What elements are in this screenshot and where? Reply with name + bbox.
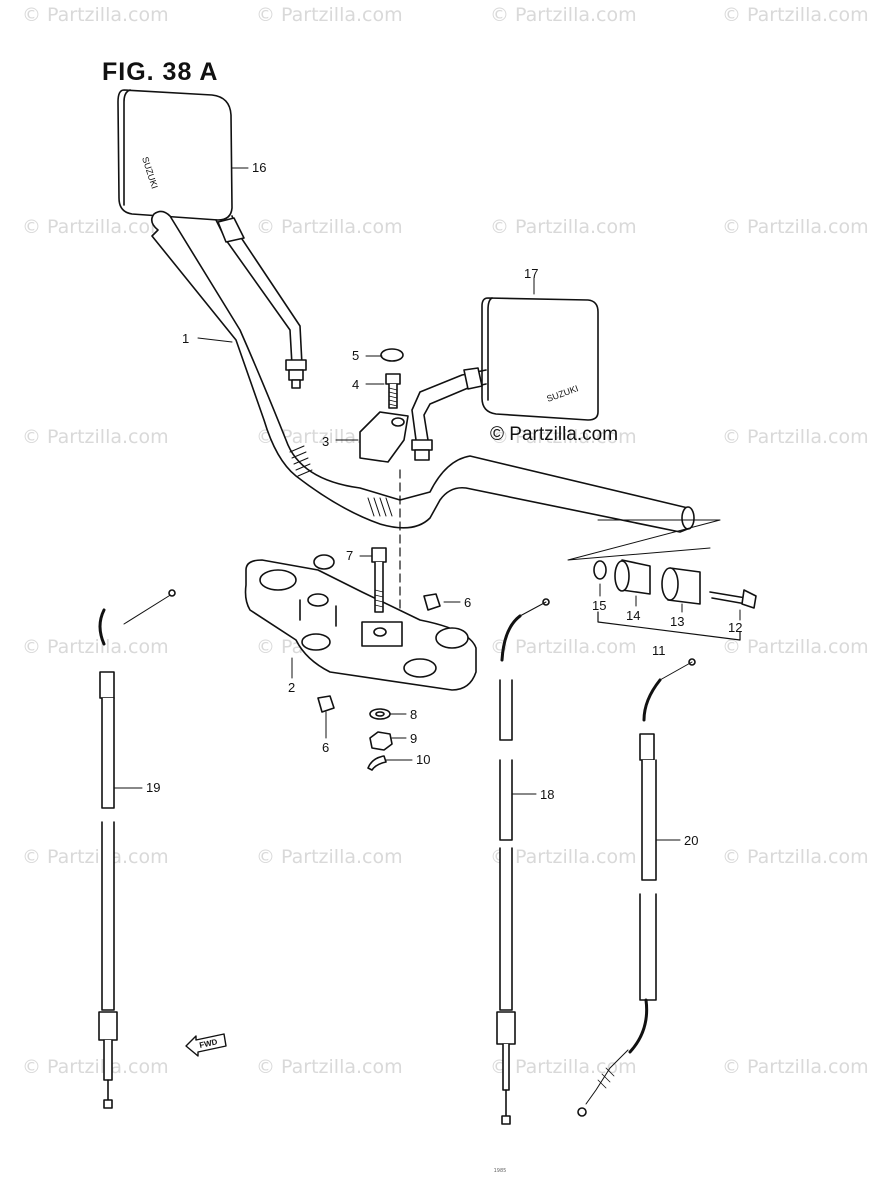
watermark-text: © Partzilla.com <box>490 426 637 448</box>
copyright-notice: © Partzilla.com <box>490 424 619 445</box>
callout-11: 11 <box>652 643 666 658</box>
callout-7: 7 <box>346 548 354 563</box>
watermark-text: © Partzilla.com <box>256 216 403 238</box>
washer[interactable] <box>369 708 391 720</box>
callout-3: 3 <box>322 434 330 449</box>
handlebar-clamp-assembly[interactable] <box>359 348 409 463</box>
watermark-text: © Partzilla.com <box>490 1056 637 1078</box>
nut[interactable] <box>369 731 393 751</box>
throttle-cable-close[interactable] <box>577 658 696 1117</box>
callout-5: 5 <box>352 348 360 363</box>
callout-6-lower: 6 <box>322 740 330 755</box>
watermark-text: © Partzilla.com <box>722 4 869 26</box>
cushion-upper[interactable] <box>423 593 441 611</box>
watermark-text: © Partzilla.com <box>22 636 169 658</box>
watermark-text: © Partzilla.com <box>722 1056 869 1078</box>
watermark-text: © Partzilla.com <box>722 846 869 868</box>
clamp-bolt-head <box>385 373 401 385</box>
watermark-text: © Partzilla.com <box>22 1056 169 1078</box>
callout-14: 14 <box>626 608 641 623</box>
watermark-text: © Partzilla.com <box>256 1056 403 1078</box>
watermark-text: © Partzilla.com <box>256 4 403 26</box>
bolt-cap <box>380 348 404 362</box>
callout-4: 4 <box>352 377 360 392</box>
callout-10: 10 <box>416 752 431 767</box>
watermark-text: © Partzilla.com <box>490 636 637 658</box>
callout-19: 19 <box>146 780 161 795</box>
watermark-text: © Partzilla.com <box>722 426 869 448</box>
footer-note: 1985 <box>493 1168 507 1174</box>
watermark-text: © Partzilla.com <box>22 846 169 868</box>
forward-direction-arrow: FWD <box>185 1033 227 1057</box>
left-mirror[interactable]: SUZUKI <box>117 89 307 389</box>
throttle-cable-open[interactable] <box>496 598 550 1125</box>
callout-1: 1 <box>182 331 190 346</box>
forward-arrow-label: FWD <box>199 1037 219 1050</box>
handlebar-holder <box>359 411 409 463</box>
top-bridge-plate[interactable] <box>244 554 477 691</box>
watermark-text: © Partzilla.com <box>22 4 169 26</box>
callout-9: 9 <box>410 731 418 746</box>
callout-12: 12 <box>728 620 743 635</box>
watermark-text: © Partzilla.com <box>22 426 169 448</box>
clutch-cable[interactable] <box>98 589 176 1109</box>
callout-8: 8 <box>410 707 418 722</box>
mounting-bolt[interactable] <box>371 547 387 613</box>
watermark-text: © Partzilla.com <box>256 846 403 868</box>
figure-title: FIG. 38 A <box>102 58 219 86</box>
callout-6-upper: 6 <box>464 595 472 610</box>
callout-15: 15 <box>592 598 607 613</box>
callout-16: 16 <box>252 160 267 175</box>
watermark-text: © Partzilla.com <box>490 846 637 868</box>
handlebar[interactable] <box>150 210 695 533</box>
lock-washer[interactable] <box>367 755 387 771</box>
leader-lines <box>113 167 741 841</box>
callout-2: 2 <box>288 680 296 695</box>
bar-end-weight-set[interactable] <box>567 519 757 641</box>
callout-18: 18 <box>540 787 555 802</box>
watermark-text: © Partzilla.com <box>490 4 637 26</box>
callout-20: 20 <box>684 833 699 848</box>
watermark-text: © Partzilla.com <box>722 636 869 658</box>
callout-13: 13 <box>670 614 685 629</box>
cushion-lower[interactable] <box>317 695 335 713</box>
watermark-text: © Partzilla.com <box>22 216 169 238</box>
callout-17: 17 <box>524 266 539 281</box>
watermark-text: © Partzilla.com <box>722 216 869 238</box>
watermark-text: © Partzilla.com <box>490 216 637 238</box>
right-mirror[interactable]: SUZUKI <box>411 297 599 461</box>
